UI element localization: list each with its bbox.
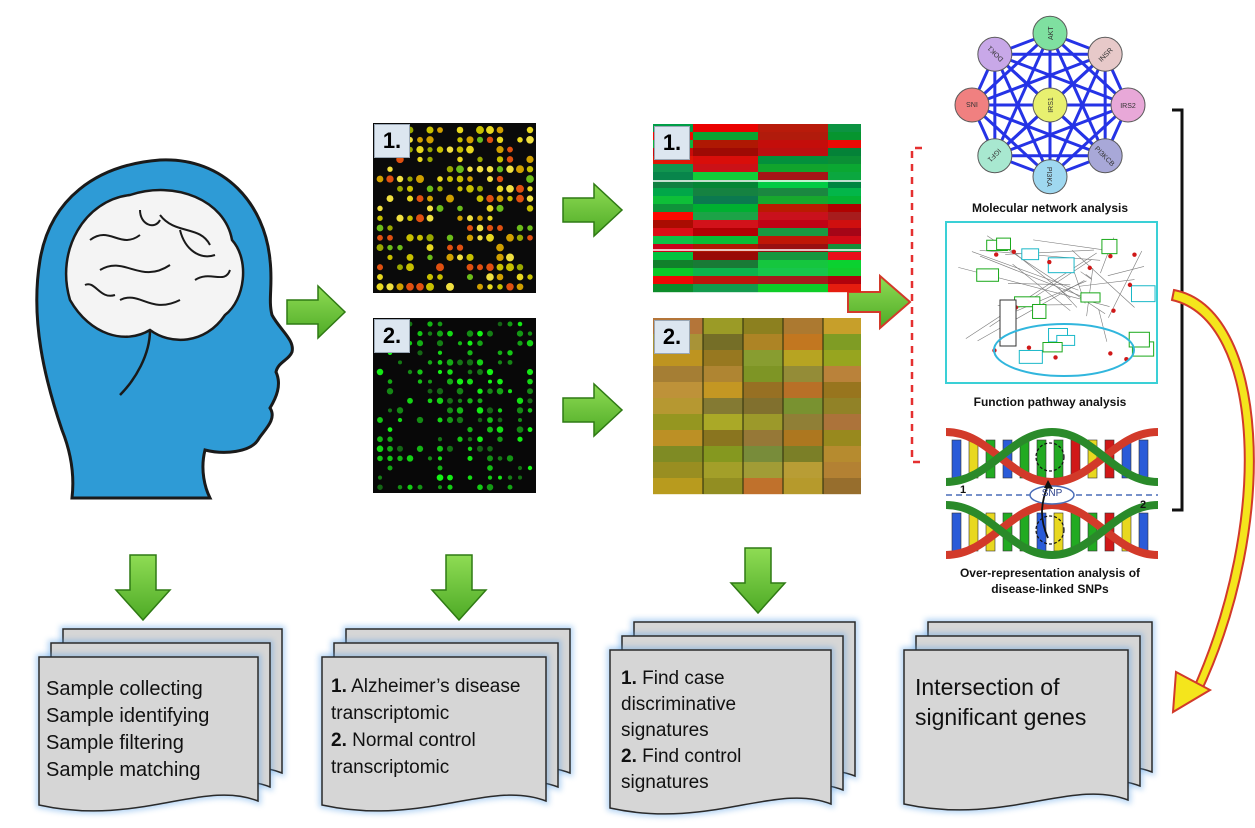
document-stack xyxy=(319,626,573,814)
doc-intersection: Intersection of significant genes xyxy=(915,672,1086,732)
doc-line: transcriptomic xyxy=(331,757,450,778)
block-arrow-icon xyxy=(729,547,787,615)
svg-text:IRS1: IRS1 xyxy=(1048,97,1055,113)
doc-line: Find control xyxy=(642,746,742,767)
svg-text:PI3KA: PI3KA xyxy=(1045,167,1052,187)
analysis-bracket-dashed xyxy=(910,146,922,464)
pathway-map-image xyxy=(945,221,1158,384)
block-arrow-icon xyxy=(286,284,347,340)
document-stack xyxy=(607,619,858,817)
microarray-badge-1: 1. xyxy=(374,124,410,158)
heatmap-control xyxy=(653,318,861,495)
doc-line: transcriptomic xyxy=(331,703,450,724)
document-stack xyxy=(901,619,1155,813)
doc-line: Sample filtering xyxy=(46,732,184,754)
block-arrow-icon xyxy=(562,182,624,238)
microarray-control xyxy=(373,318,536,493)
doc-line: Alzheimer’s disease xyxy=(351,676,521,697)
doc-transcriptomic: 1. Alzheimer’s disease transcriptomic 2.… xyxy=(331,673,520,781)
snp-strand-left: 1 xyxy=(960,484,967,496)
snp-dna-image xyxy=(945,427,1159,560)
network-caption: Molecular network analysis xyxy=(971,201,1129,215)
doc-line: Normal control xyxy=(352,730,476,751)
doc-line: significant genes xyxy=(915,704,1087,730)
analysis-bracket xyxy=(1172,108,1184,512)
curved-feedback-arrow xyxy=(1170,288,1255,714)
snp-caption-line2: disease-linked SNPs xyxy=(991,582,1109,596)
doc-number: 2. xyxy=(331,730,347,751)
doc-line: Sample collecting xyxy=(46,678,203,700)
document-stack xyxy=(36,626,285,814)
doc-line: Sample matching xyxy=(46,759,201,781)
doc-line: discriminative xyxy=(621,694,737,715)
network-node: PI3KA xyxy=(1032,159,1068,195)
network-node: PI3KCB xyxy=(1087,138,1123,174)
network-node: INS xyxy=(954,87,990,123)
network-node: AKT xyxy=(1032,15,1068,51)
block-arrow-icon xyxy=(114,554,172,622)
head-with-brain-icon xyxy=(35,158,294,500)
block-arrow-icon xyxy=(847,273,912,331)
microarray-badge-2: 2. xyxy=(374,319,410,353)
doc-line: signatures xyxy=(621,772,709,793)
doc-signatures: 1. Find case discriminative signatures 2… xyxy=(621,666,741,796)
heatmap-badge-1: 1. xyxy=(654,126,690,160)
network-node: INSR xyxy=(1087,36,1123,72)
svg-text:INS: INS xyxy=(966,100,978,107)
svg-text:AKT: AKT xyxy=(1048,26,1055,40)
network-node: DOK1 xyxy=(977,36,1013,72)
svg-text:IRS2: IRS2 xyxy=(1120,103,1136,110)
heatmap-badge-2: 2. xyxy=(654,320,690,354)
doc-sample-steps: Sample collecting Sample identifying Sam… xyxy=(46,676,209,784)
doc-line: Sample identifying xyxy=(46,705,210,727)
network-node: IRS2 xyxy=(1110,87,1146,123)
block-arrow-icon xyxy=(562,382,624,438)
doc-line: Find case xyxy=(642,668,725,689)
doc-line: signatures xyxy=(621,720,709,741)
pathway-caption: Function pathway analysis xyxy=(973,395,1127,409)
snp-strand-right: 2 xyxy=(1140,499,1147,511)
doc-number: 1. xyxy=(331,676,347,697)
snp-caption-line1: Over-representation analysis of xyxy=(959,566,1141,580)
doc-line: Intersection of xyxy=(915,674,1060,700)
network-node: IGF1 xyxy=(977,138,1013,174)
block-arrow-icon xyxy=(430,554,488,622)
doc-number: 1. xyxy=(621,668,637,689)
snp-label: SNP xyxy=(1041,488,1063,499)
network-node: IRS1 xyxy=(1032,87,1068,123)
doc-number: 2. xyxy=(621,746,637,767)
